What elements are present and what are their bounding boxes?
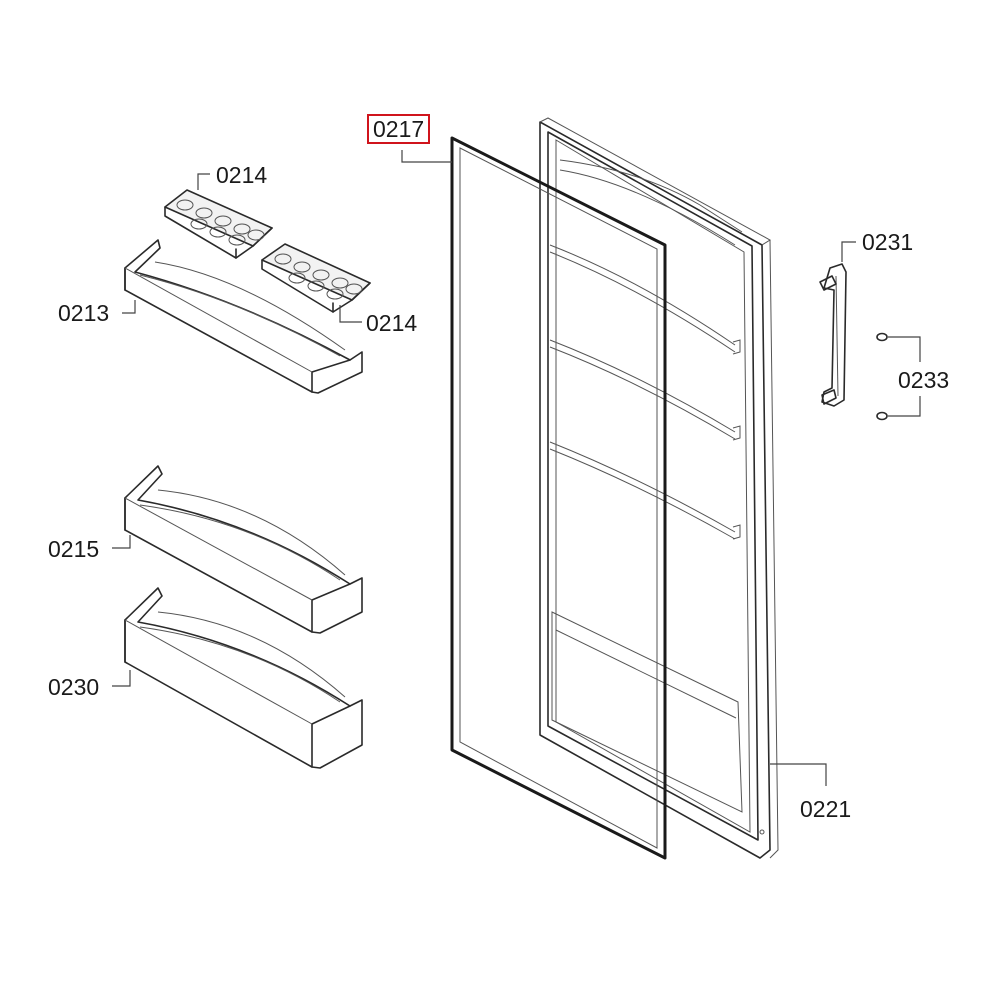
leader-lines	[112, 150, 921, 786]
part-label-0214-upper[interactable]: 0214	[216, 162, 268, 188]
part-label-0215[interactable]: 0215	[48, 536, 100, 562]
part-label-0217[interactable]: 0217	[367, 114, 431, 144]
egg-tray-0214-upper[interactable]	[164, 189, 273, 259]
screws-0233[interactable]	[876, 332, 888, 421]
door-shelf-0230[interactable]	[124, 587, 363, 769]
egg-tray-0214-lower[interactable]	[261, 243, 371, 313]
door-assembly-0221[interactable]	[539, 117, 779, 859]
door-handle-0231[interactable]	[819, 263, 847, 407]
part-label-0231[interactable]: 0231	[862, 229, 914, 255]
door-shelf-0215[interactable]	[124, 465, 363, 634]
door-shelf-0213[interactable]	[124, 239, 363, 394]
part-label-0221[interactable]: 0221	[800, 796, 852, 822]
part-label-0230[interactable]: 0230	[48, 674, 100, 700]
part-label-0213[interactable]: 0213	[58, 300, 110, 326]
part-label-0214-lower[interactable]: 0214	[366, 310, 418, 336]
part-label-0233[interactable]: 0233	[898, 367, 950, 393]
door-gasket-0217[interactable]	[450, 136, 667, 860]
